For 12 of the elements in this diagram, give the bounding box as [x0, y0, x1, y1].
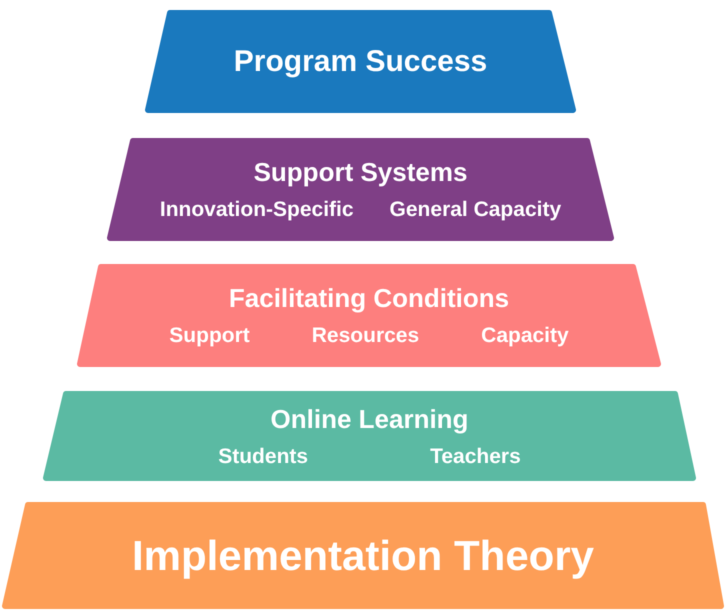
tier-item: Innovation-Specific	[160, 198, 354, 222]
tier-item: Support	[169, 324, 250, 348]
tier-item: General Capacity	[390, 198, 562, 222]
tier-title: Implementation Theory	[132, 532, 594, 580]
tier-title: Support Systems	[254, 157, 468, 188]
tier-item: Teachers	[430, 444, 521, 468]
tier-title: Online Learning	[270, 404, 468, 434]
tier-item: Students	[218, 444, 308, 468]
tier-title: Facilitating Conditions	[228, 283, 510, 314]
tier-item: Resources	[312, 324, 420, 348]
tier-title: Program Success	[234, 44, 488, 78]
tier-item: Capacity	[481, 324, 569, 348]
